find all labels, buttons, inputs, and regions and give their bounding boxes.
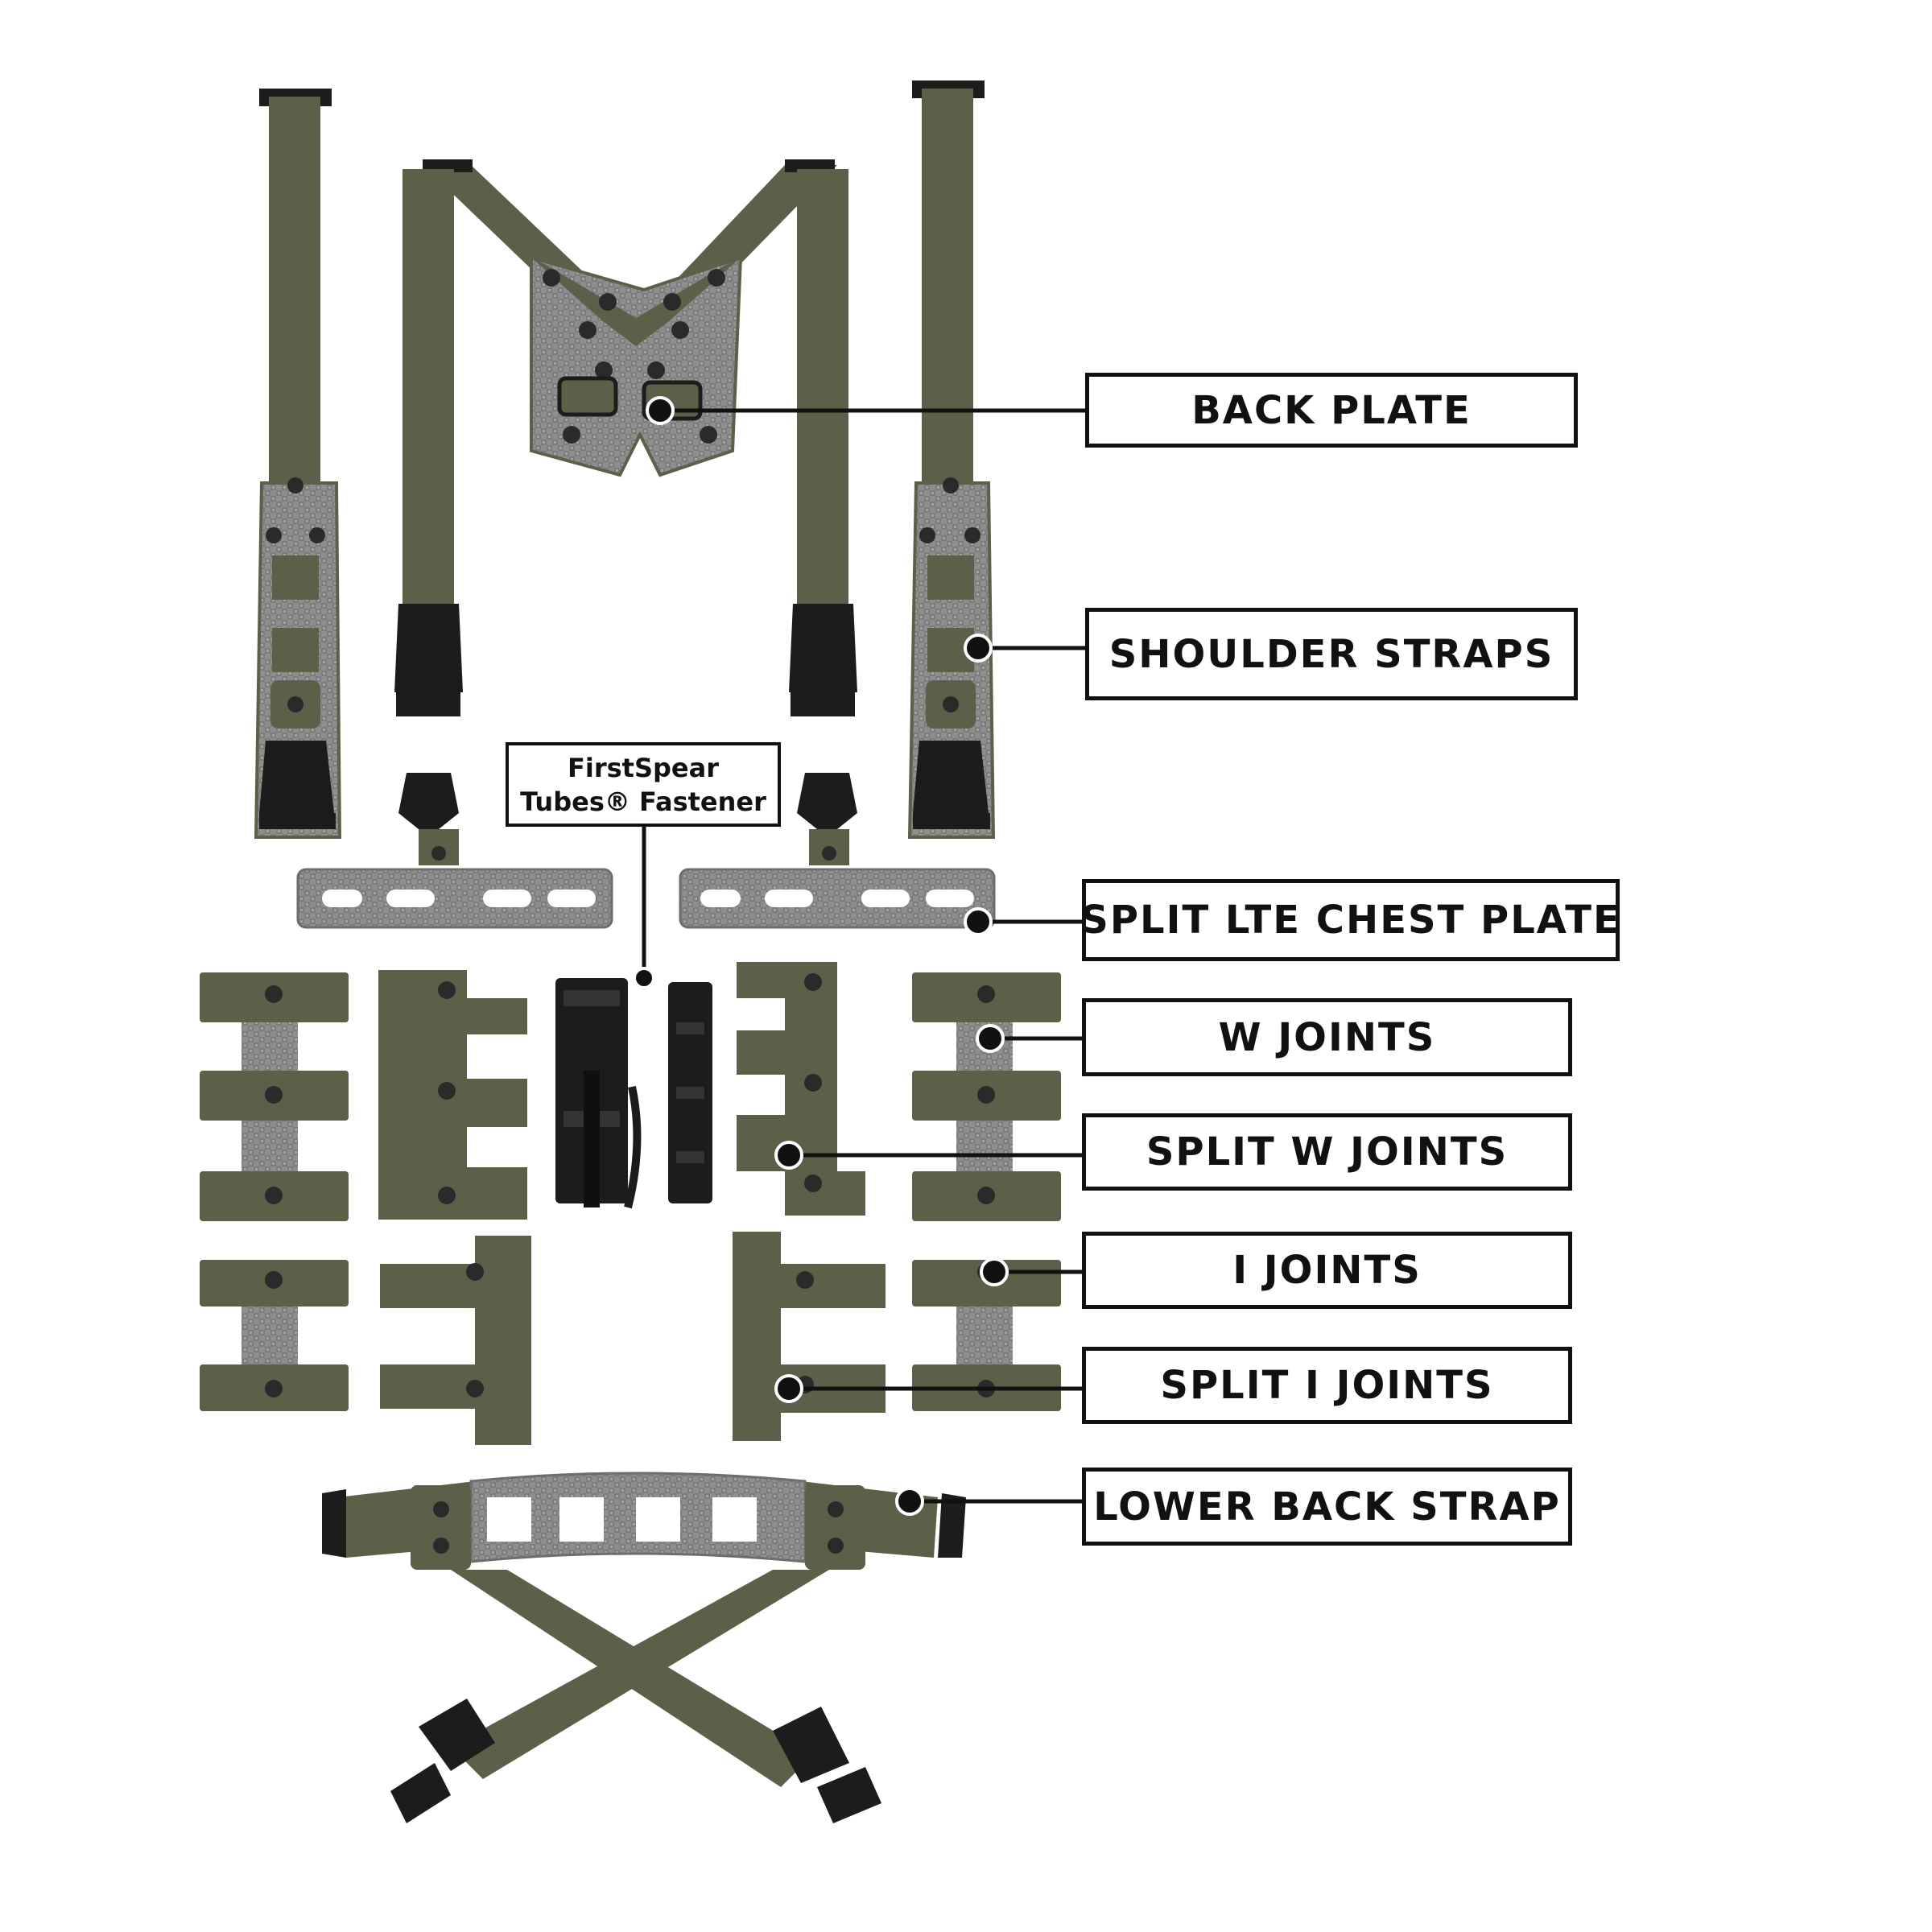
i-joint-left bbox=[200, 1260, 349, 1411]
split-i-joint-right bbox=[733, 1232, 886, 1441]
label-lower-back-strap: LOWER BACK STRAP bbox=[1082, 1468, 1572, 1546]
label-split-w-joints: SPLIT W JOINTS bbox=[1082, 1113, 1572, 1191]
back-plate-harness bbox=[394, 159, 857, 716]
right-shoulder-strap bbox=[907, 80, 996, 839]
label-w-joints: W JOINTS bbox=[1082, 998, 1572, 1076]
label-tubes-fastener: FirstSpear Tubes® Fastener bbox=[506, 742, 781, 827]
label-split-lte-chest-plate: SPLIT LTE CHEST PLATE bbox=[1080, 879, 1620, 961]
label-shoulder-straps: SHOULDER STRAPS bbox=[1085, 608, 1578, 700]
split-w-joint-right bbox=[737, 962, 865, 1216]
label-tubes-fastener-line1: FirstSpear bbox=[568, 752, 719, 783]
split-i-joint-left bbox=[380, 1236, 531, 1445]
w-joint-left bbox=[200, 972, 349, 1221]
leader-lines bbox=[633, 396, 1087, 1516]
chest-plate-left bbox=[296, 773, 613, 929]
split-w-joint-left bbox=[378, 970, 527, 1220]
label-split-i-joints: SPLIT I JOINTS bbox=[1082, 1347, 1572, 1424]
label-tubes-fastener-line2: Tubes® Fastener bbox=[520, 786, 766, 817]
chest-plate-right bbox=[679, 773, 996, 929]
left-shoulder-strap bbox=[254, 89, 342, 839]
lower-back-strap bbox=[322, 1472, 966, 1823]
label-i-joints: I JOINTS bbox=[1082, 1232, 1572, 1309]
tubes-fastener bbox=[555, 978, 712, 1209]
label-back-plate: BACK PLATE bbox=[1085, 373, 1578, 448]
w-joint-right bbox=[912, 972, 1061, 1221]
